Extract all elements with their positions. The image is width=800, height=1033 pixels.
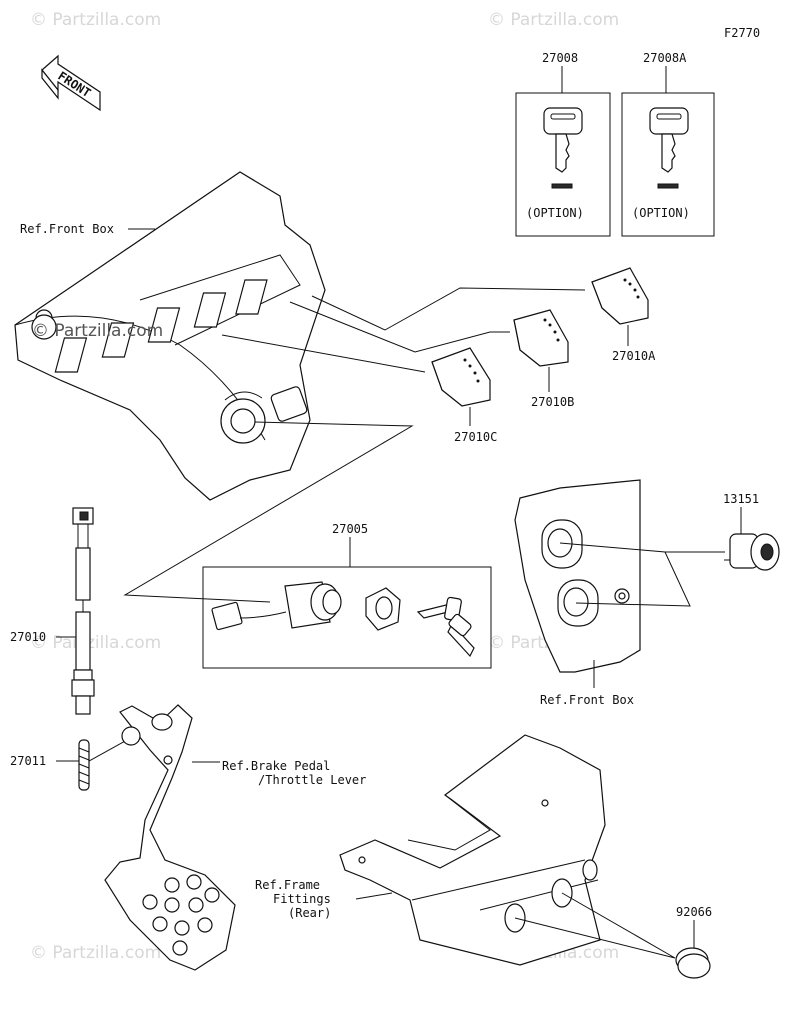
- key-option-box-b: [621, 92, 715, 237]
- key-option-box-a: [515, 92, 611, 237]
- leader-27010A: [311, 287, 586, 331]
- power-socket-icon: [724, 533, 780, 571]
- label-92066: 92066: [676, 905, 712, 919]
- label-ref-frame-line2: Fittings: [273, 892, 331, 906]
- label-ref-brake-line1: Ref.Brake Pedal: [222, 759, 330, 773]
- front-box-dashboard: [14, 171, 326, 501]
- label-27010A: 27010A: [612, 349, 656, 363]
- front-arrow-icon: FRONT: [41, 54, 101, 112]
- figure-code: F2770: [724, 26, 760, 40]
- rocker-switch-b: [513, 309, 569, 367]
- brake-switch-icon: [71, 507, 95, 715]
- label-27010C: 27010C: [454, 430, 497, 444]
- label-ref-front-box-right: Ref.Front Box: [540, 693, 634, 707]
- label-13151: 13151: [723, 492, 759, 506]
- label-27008: 27008: [542, 51, 578, 65]
- ignition-switch-icon: [211, 581, 342, 631]
- key-icon: [649, 107, 689, 173]
- plug-icon: [675, 947, 711, 979]
- option-label-b: (OPTION): [632, 206, 690, 220]
- leader-plug: [514, 892, 676, 959]
- brake-pedal-icon: [104, 704, 236, 971]
- key-icon: [543, 107, 583, 173]
- label-27010: 27010: [10, 630, 46, 644]
- ignition-keys-icon: [416, 596, 475, 658]
- leader-socket: [559, 542, 691, 607]
- key-tag-icon: [551, 183, 573, 189]
- rocker-switch-a: [591, 267, 649, 325]
- ignition-set-box: [202, 566, 492, 669]
- label-27005: 27005: [332, 522, 368, 536]
- center-watermark: © Partzilla.com: [32, 321, 163, 341]
- leader-27010B: [289, 301, 510, 353]
- watermark-bottom-left: © Partzilla.com: [30, 943, 161, 963]
- leader-ignition: [123, 421, 414, 603]
- label-27008A: 27008A: [643, 51, 687, 65]
- watermark-mid-left: © Partzilla.com: [30, 633, 161, 653]
- watermark-top-right: © Partzilla.com: [488, 10, 619, 30]
- lock-nut-icon: [365, 587, 401, 631]
- label-27011: 27011: [10, 754, 46, 768]
- leader-27010C: [221, 334, 426, 373]
- rocker-switch-c: [431, 347, 491, 407]
- label-ref-brake-line2: /Throttle Lever: [258, 773, 366, 787]
- key-tag-icon: [657, 183, 679, 189]
- label-ref-front-box-top: Ref.Front Box: [20, 222, 114, 236]
- option-label-a: (OPTION): [526, 206, 584, 220]
- watermark-top-left: © Partzilla.com: [30, 10, 161, 30]
- label-ref-frame-line1: Ref.Frame: [255, 878, 320, 892]
- frame-fittings-icon: [339, 734, 606, 966]
- label-27010B: 27010B: [531, 395, 574, 409]
- spring-icon: [78, 739, 90, 791]
- label-ref-frame-line3: (Rear): [288, 906, 331, 920]
